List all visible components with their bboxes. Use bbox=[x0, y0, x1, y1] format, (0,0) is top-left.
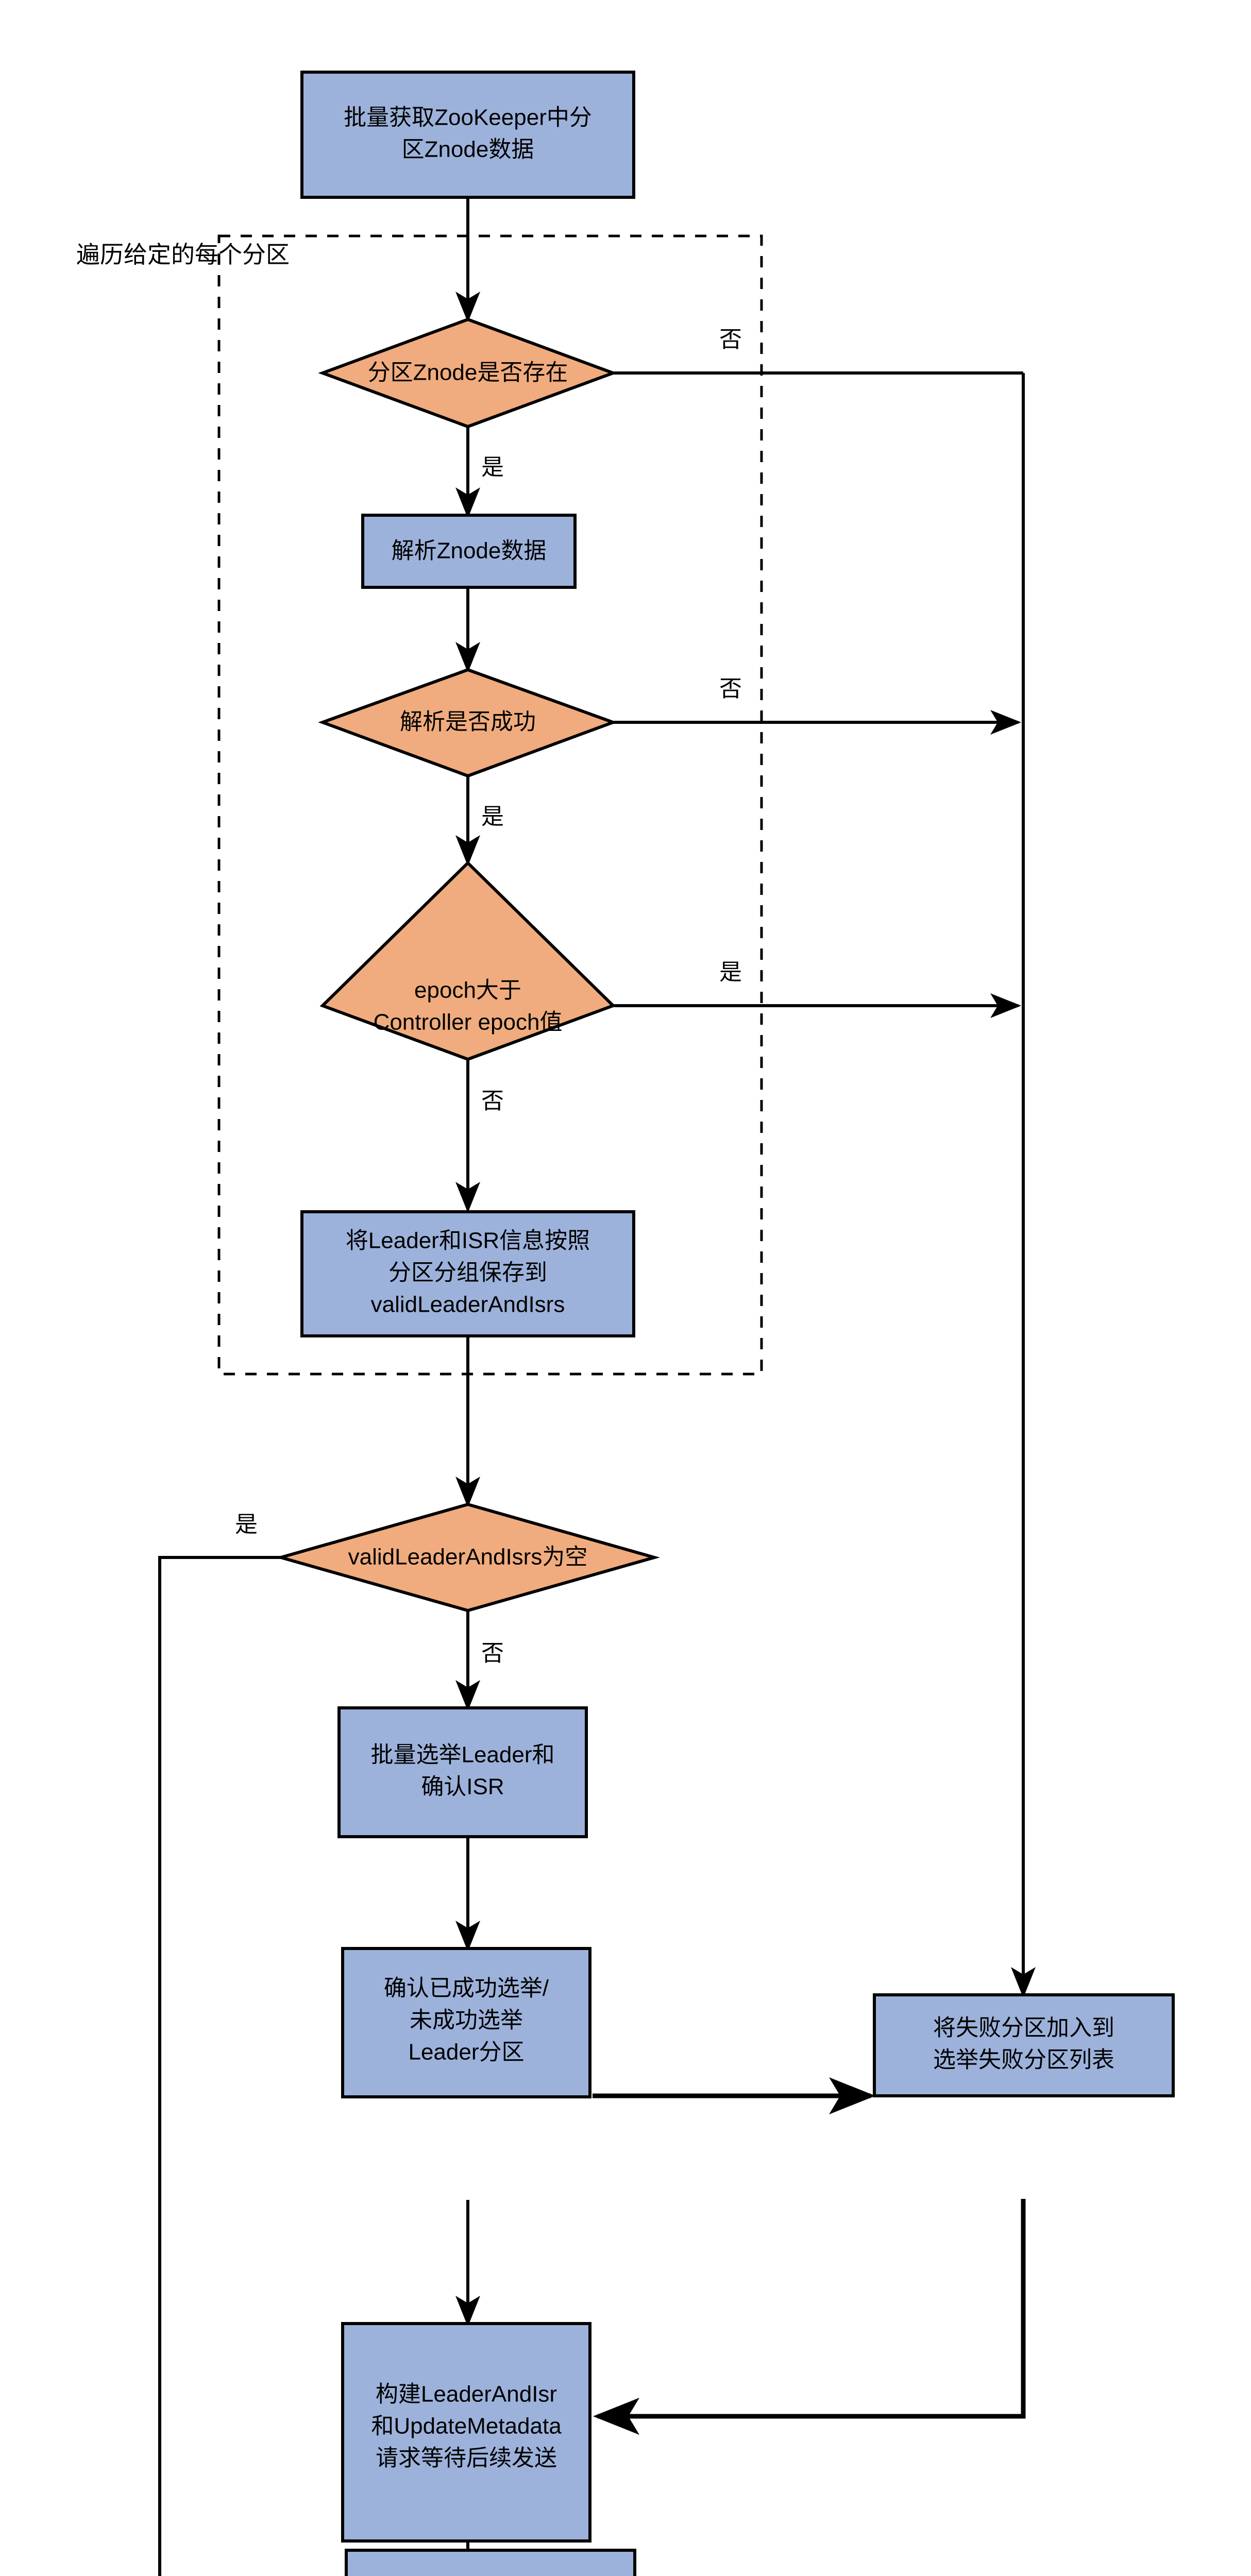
node-epoch-check-line-1: Controller epoch值 bbox=[374, 1010, 563, 1035]
node-znode-exists[interactable]: 分区Znode是否存在 bbox=[318, 317, 618, 429]
node-return-failed-list[interactable]: 返回选举失败 分区列表 bbox=[345, 2549, 636, 2576]
node-fetch-znodes-line-1: 区Znode数据 bbox=[402, 137, 534, 162]
node-valid-empty[interactable]: validLeaderAndIsrs为空 bbox=[275, 1502, 660, 1613]
node-znode-exists-shape bbox=[318, 317, 618, 429]
node-build-requests-line-1: 和UpdateMetadata bbox=[371, 2414, 562, 2439]
node-save-valid-line-2: validLeaderAndIsrs bbox=[371, 1292, 565, 1317]
edge-label-parse-no: 否 bbox=[719, 676, 742, 702]
node-fetch-znodes[interactable]: 批量获取ZooKeeper中分 区Znode数据 bbox=[300, 71, 635, 199]
node-save-valid-line-1: 分区分组保存到 bbox=[388, 1260, 547, 1285]
node-return-failed-list-box bbox=[345, 2549, 636, 2576]
node-parse-znode-line-0: 解析Znode数据 bbox=[392, 538, 547, 564]
node-add-failed-line-0: 将失败分区加入到 bbox=[933, 2015, 1114, 2041]
node-build-requests-line-2: 请求等待后续发送 bbox=[376, 2446, 557, 2471]
node-add-failed-line-1: 选举失败分区列表 bbox=[933, 2047, 1114, 2073]
node-batch-elect-line-0: 批量选举Leader和 bbox=[370, 1742, 554, 1768]
loop-frame-label: 遍历给定的每个分区 bbox=[76, 241, 290, 268]
edge-addfailed-to-build bbox=[593, 2199, 1026, 2435]
node-parse-success-shape bbox=[318, 668, 618, 778]
node-valid-empty-line-0: validLeaderAndIsrs为空 bbox=[348, 1545, 588, 1570]
node-batch-elect[interactable]: 批量选举Leader和 确认ISR bbox=[337, 1706, 588, 1838]
edge-label-validempty-yes: 是 bbox=[235, 1512, 258, 1537]
edge-label-epoch-yes: 是 bbox=[719, 960, 742, 985]
edge-label-parse-yes: 是 bbox=[481, 804, 504, 829]
node-parse-success[interactable]: 解析是否成功 bbox=[318, 668, 618, 778]
node-valid-empty-shape bbox=[275, 1502, 660, 1613]
node-batch-elect-shape bbox=[337, 1706, 588, 1838]
node-confirm-elect-shape bbox=[341, 1947, 591, 2098]
node-parse-znode-shape bbox=[361, 514, 577, 589]
node-parse-znode[interactable]: 解析Znode数据 bbox=[361, 514, 577, 589]
node-add-failed[interactable]: 将失败分区加入到 选举失败分区列表 bbox=[873, 1993, 1175, 2097]
node-confirm-elect-line-0: 确认已成功选举/ bbox=[384, 1976, 549, 2001]
node-znode-exists-line-0: 分区Znode是否存在 bbox=[368, 360, 568, 385]
node-save-valid-line-0: 将Leader和ISR信息按照 bbox=[346, 1228, 590, 1253]
loop-frame-box bbox=[217, 234, 763, 1376]
edge-label-validempty-no: 否 bbox=[481, 1641, 504, 1666]
node-build-requests-box bbox=[341, 2322, 591, 2543]
node-save-valid-shape bbox=[300, 1210, 635, 1337]
edge-label-exists-no: 否 bbox=[719, 327, 742, 352]
node-fetch-znodes-shape bbox=[300, 71, 635, 199]
edge-label-exists-yes: 是 bbox=[481, 455, 504, 480]
node-confirm-elect-line-2: Leader分区 bbox=[408, 2040, 524, 2065]
node-confirm-elect[interactable]: 确认已成功选举/ 未成功选举 Leader分区 bbox=[341, 1947, 591, 2098]
node-epoch-check[interactable]: epoch大于 Controller epoch值 bbox=[319, 860, 616, 1061]
node-build-requests-line-0: 构建LeaderAndIsr bbox=[376, 2382, 557, 2407]
node-build-requests[interactable]: 构建LeaderAndIsr 和UpdateMetadata 请求等待后续发送 bbox=[341, 2069, 591, 2543]
edge-label-epoch-no: 否 bbox=[481, 1089, 504, 1114]
node-epoch-check-shape bbox=[319, 860, 616, 1061]
node-fetch-znodes-line-0: 批量获取ZooKeeper中分 bbox=[344, 105, 592, 130]
node-save-valid[interactable]: 将Leader和ISR信息按照 分区分组保存到 validLeaderAndIs… bbox=[300, 1210, 635, 1337]
node-add-failed-shape bbox=[873, 1993, 1175, 2097]
node-parse-success-line-0: 解析是否成功 bbox=[400, 709, 536, 735]
node-epoch-check-line-0: epoch大于 bbox=[414, 978, 521, 1003]
node-confirm-elect-line-1: 未成功选举 bbox=[410, 2008, 523, 2033]
node-batch-elect-line-1: 确认ISR bbox=[421, 1774, 504, 1800]
edge-validempty-yes-loop bbox=[158, 1556, 281, 2576]
